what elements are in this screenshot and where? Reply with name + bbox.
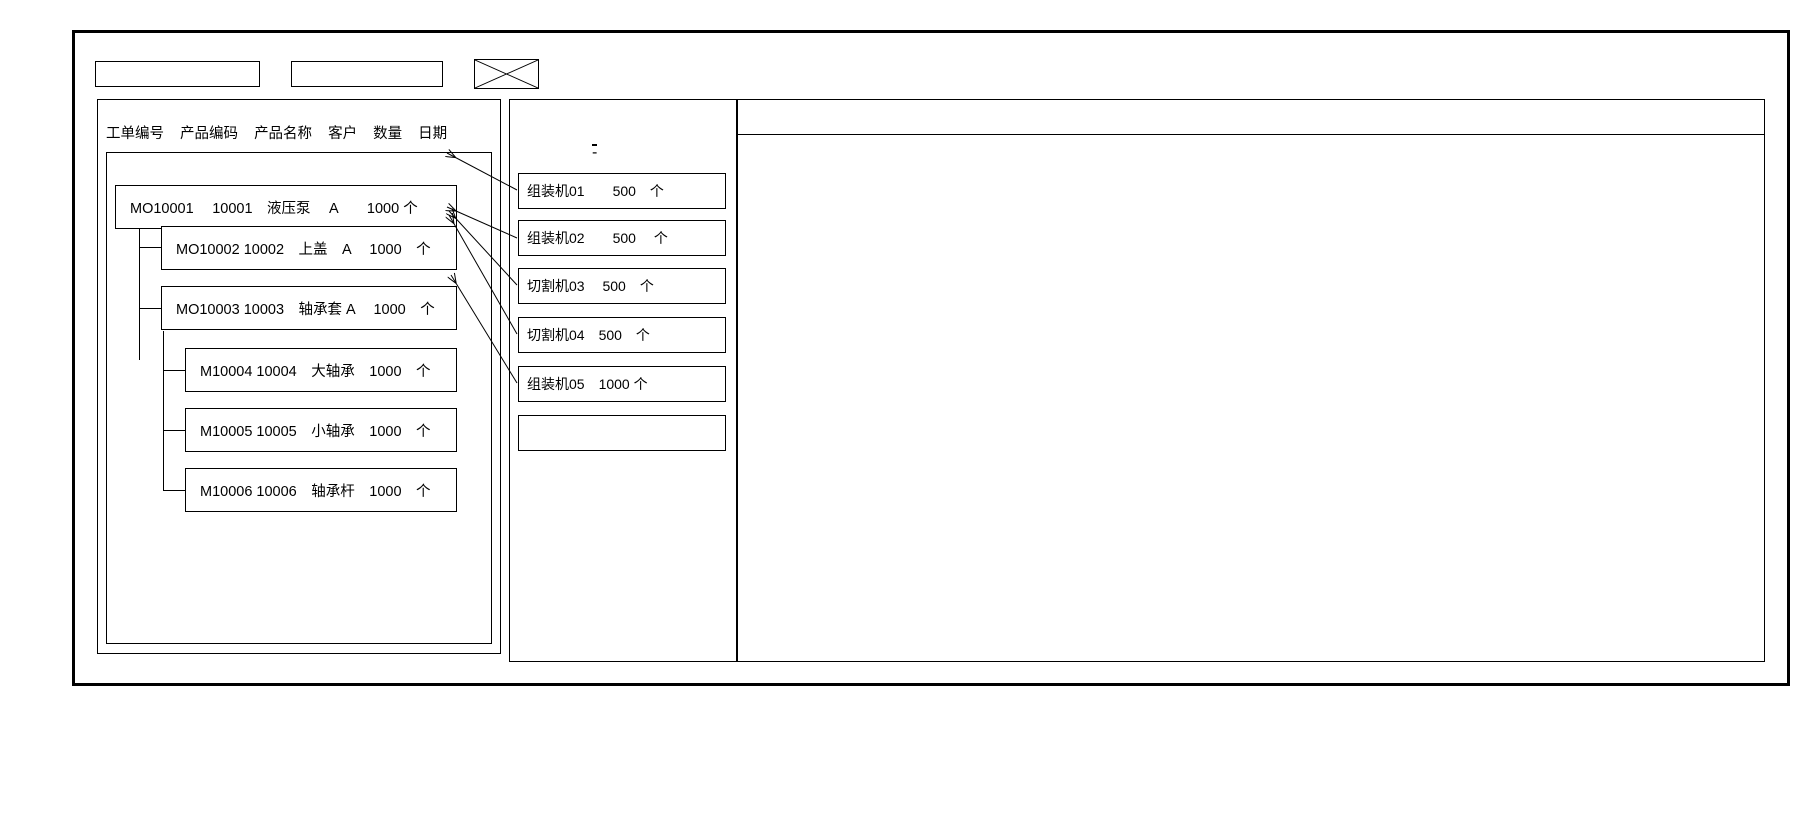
column-header-product-code: 产品编码 — [180, 126, 239, 142]
image-placeholder-icon[interactable] — [474, 59, 539, 89]
tree-connector-branch-m10006 — [163, 490, 185, 492]
work-orders-panel: 工单编号 产品编码 产品名称 客户 数量 日期 MO10001 — [97, 99, 501, 654]
column-header-customer: 客户 — [328, 126, 358, 142]
machine-card-4[interactable]: 切割机04 500 个 — [518, 317, 726, 353]
toolbar-field-1[interactable] — [95, 61, 260, 87]
detail-panel-header-divider — [738, 134, 1764, 136]
tree-node-label: MO10003 10003 轴承套 A 1000 个 — [176, 301, 435, 318]
tree-node-mo10003[interactable]: MO10003 10003 轴承套 A 1000 个 — [161, 286, 457, 330]
machine-card-3[interactable]: 切割机03 500 个 — [518, 268, 726, 304]
column-header-product-name: 产品名称 — [254, 126, 313, 142]
machine-panel-marker: - — [592, 144, 598, 161]
tree-node-label: M10005 10005 小轴承 1000 个 — [200, 423, 431, 440]
tree-connector-branch-m10005 — [163, 430, 185, 432]
tree-connector-trunk-root — [139, 208, 141, 360]
machine-card-5[interactable]: 组装机05 1000 个 — [518, 366, 726, 402]
tree-node-mo10001[interactable]: MO10001 10001 液压泵 A 1000 个 — [115, 185, 457, 229]
tree-node-label: M10006 10006 轴承杆 1000 个 — [200, 483, 431, 500]
tree-connector-branch-mo10003 — [139, 308, 161, 310]
work-orders-tree-container: MO10001 10001 液压泵 A 1000 个 MO10002 10002… — [106, 152, 492, 644]
machine-card-label: 切割机04 500 个 — [527, 327, 650, 343]
application-window: 工单编号 产品编码 产品名称 客户 数量 日期 MO10001 — [72, 30, 1790, 686]
work-orders-column-headers: 工单编号 产品编码 产品名称 客户 数量 日期 — [106, 122, 496, 143]
detail-panel — [737, 99, 1765, 662]
column-header-quantity: 数量 — [373, 126, 403, 142]
column-header-date: 日期 — [418, 126, 448, 142]
machine-card-1[interactable]: 组装机01 500 个 — [518, 173, 726, 209]
image-placeholder-cross-icon — [475, 60, 538, 88]
machine-card-2[interactable]: 组装机02 500 个 — [518, 220, 726, 256]
machine-card-label: 组装机02 500 个 — [527, 230, 668, 246]
column-header-order-no: 工单编号 — [106, 126, 164, 142]
tree-connector-trunk-mo10003 — [163, 331, 165, 491]
tree-node-label: MO10002 10002 上盖 A 1000 个 — [176, 241, 431, 258]
machine-card-label: 组装机05 1000 个 — [527, 376, 648, 392]
machine-card-label: 切割机03 500 个 — [527, 278, 654, 294]
tree-node-m10004[interactable]: M10004 10004 大轴承 1000 个 — [185, 348, 457, 392]
toolbar-field-2[interactable] — [291, 61, 443, 87]
machine-card-label: 组装机01 500 个 — [527, 183, 664, 199]
tree-connector-branch-mo10002 — [139, 247, 161, 249]
machine-card-empty[interactable] — [518, 415, 726, 451]
tree-connector-branch-m10004 — [163, 370, 185, 372]
tree-node-m10005[interactable]: M10005 10005 小轴承 1000 个 — [185, 408, 457, 452]
tree-node-label: MO10001 10001 液压泵 A 1000 个 — [130, 200, 418, 217]
tree-node-m10006[interactable]: M10006 10006 轴承杆 1000 个 — [185, 468, 457, 512]
tree-node-label: M10004 10004 大轴承 1000 个 — [200, 363, 431, 380]
machine-assignments-panel: - 组装机01 500 个 组装机02 500 个 切割机03 500 个 切割… — [509, 99, 737, 662]
tree-node-mo10002[interactable]: MO10002 10002 上盖 A 1000 个 — [161, 226, 457, 270]
